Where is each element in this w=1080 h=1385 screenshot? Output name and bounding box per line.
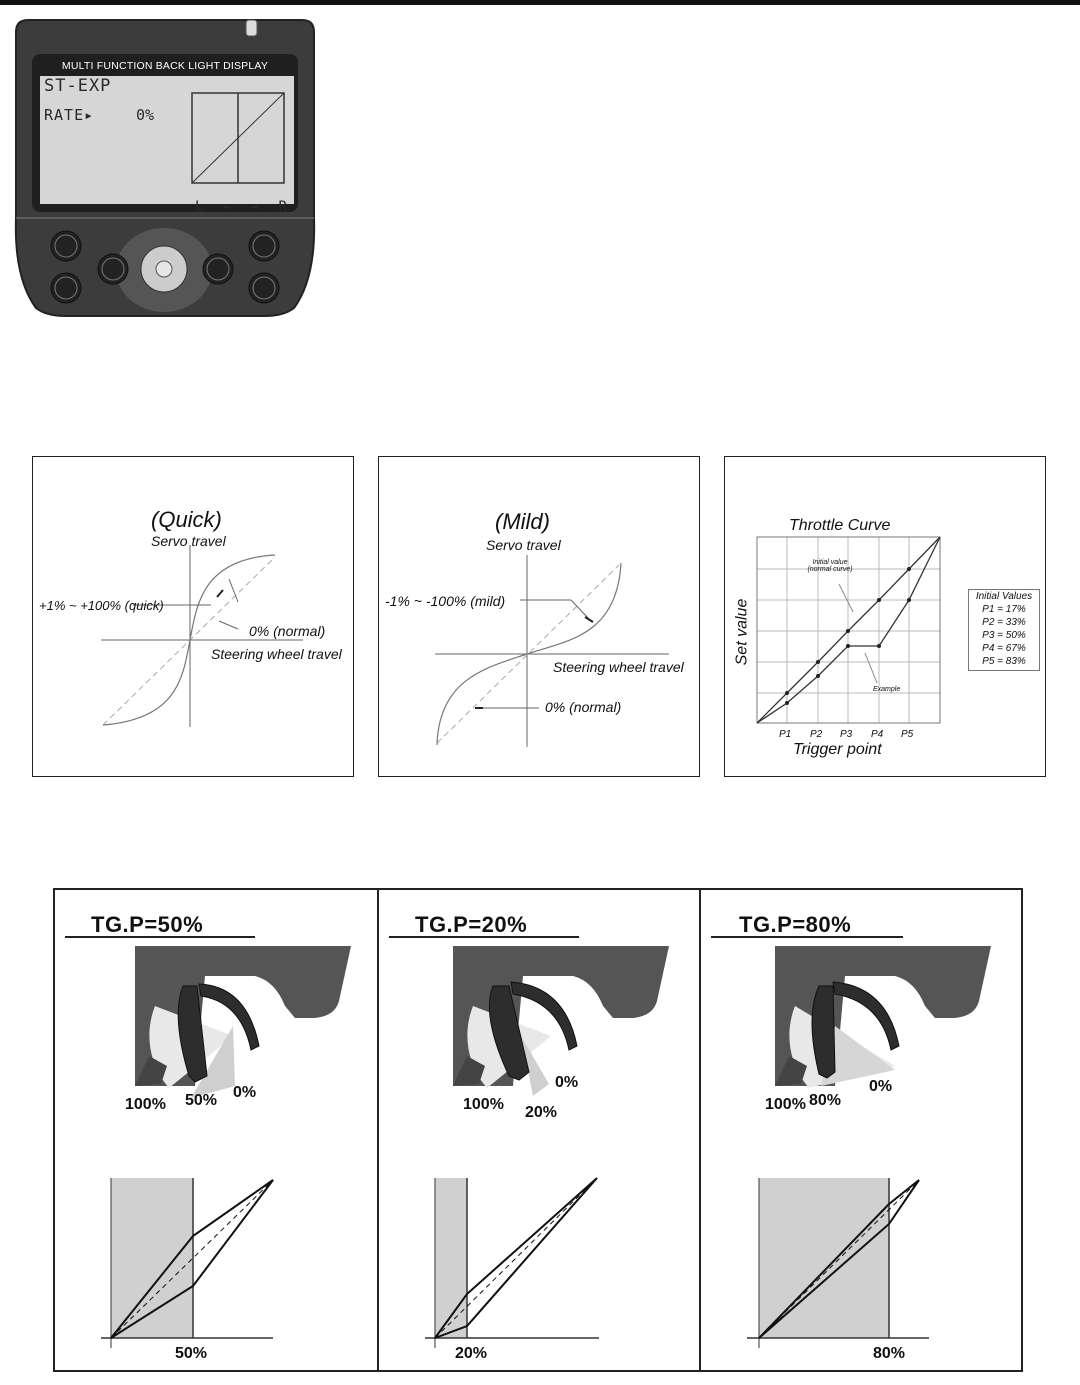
arrow-right-icon: →	[250, 199, 260, 215]
axis-label-80: 80%	[873, 1345, 906, 1362]
chart-title: Throttle Curve	[789, 517, 891, 534]
curve-graph-50	[101, 1178, 274, 1348]
label-80: 80%	[809, 1092, 842, 1109]
label-100: 100%	[125, 1096, 166, 1113]
trigger-illustration-20	[453, 946, 669, 1096]
label-0: 0%	[555, 1074, 579, 1091]
display-header: MULTI FUNCTION BACK LIGHT DISPLAY	[61, 60, 269, 72]
steering-label: Steering wheel travel	[553, 659, 684, 675]
panel-divider	[699, 890, 701, 1370]
label-100: 100%	[463, 1096, 504, 1113]
panel-divider	[377, 890, 379, 1370]
tick-p5: P5	[901, 729, 914, 740]
lcd-screen: ST-EXP RATE▸ 0% L ← → R	[40, 76, 294, 221]
label-20: 20%	[525, 1104, 558, 1121]
lcd-axis-labels: L ← → R	[195, 199, 287, 215]
example-label: Example	[873, 686, 901, 693]
tg-title-50: TG.P=50%	[91, 912, 204, 937]
axis-left-label: L	[195, 199, 204, 215]
tick-p1: P1	[779, 729, 792, 740]
legend-item: P2 = 33%	[982, 617, 1026, 628]
servo-travel-label: Servo travel	[151, 533, 226, 549]
tick-p2: P2	[810, 729, 823, 740]
label-0: 0%	[233, 1084, 257, 1101]
arrow-left-icon: ←	[222, 199, 232, 215]
legend-title: Initial Values	[975, 591, 1033, 602]
initial-values-legend: Initial Values P1 = 17% P2 = 33% P3 = 50…	[968, 589, 1040, 671]
transmitter-display: MULTI FUNCTION BACK LIGHT DISPLAY ST-EXP…	[14, 18, 316, 318]
axis-label-20: 20%	[455, 1345, 488, 1362]
curve-graph-80	[747, 1178, 929, 1348]
trigger-illustration-80	[775, 946, 991, 1088]
quick-curve-diagram: (Quick) Servo travel +1% ~ +100% (quick)…	[32, 456, 354, 777]
rate-value: 0%	[136, 106, 155, 124]
initial-value-label: Initial value (normal curve)	[807, 559, 853, 573]
title-underline	[65, 936, 255, 938]
curve-graph-20	[425, 1177, 599, 1348]
title-underline	[389, 936, 579, 938]
trigger-point-panels: TG.P=50% 100% 50% 0% 50% TG.P=20% 100% 2…	[53, 888, 1023, 1372]
top-rule	[0, 0, 1080, 5]
title-underline	[711, 936, 903, 938]
axis-right-label: R	[278, 199, 287, 215]
quick-range-label: +1% ~ +100% (quick)	[39, 598, 164, 613]
steering-label: Steering wheel travel	[211, 646, 342, 662]
tg-title-20: TG.P=20%	[415, 912, 528, 937]
y-axis-label: Set value	[733, 598, 751, 666]
normal-label: 0% (normal)	[545, 699, 622, 715]
x-axis-label: Trigger point	[793, 741, 882, 758]
rate-label: RATE▸	[44, 106, 95, 124]
legend-item: P4 = 67%	[982, 643, 1026, 654]
label-50: 50%	[185, 1092, 218, 1109]
tick-p3: P3	[840, 729, 853, 740]
throttle-curve-chart: Throttle Curve Set value Trigger point I…	[724, 456, 1046, 777]
tg-title-80: TG.P=80%	[739, 912, 852, 937]
quick-title: (Quick)	[151, 507, 222, 532]
axis-label-50: 50%	[175, 1345, 208, 1362]
legend-item: P3 = 50%	[982, 630, 1026, 641]
lcd-title: ST-EXP	[44, 76, 112, 96]
servo-travel-label: Servo travel	[486, 537, 561, 553]
label-100: 100%	[765, 1096, 806, 1113]
legend-item: P1 = 17%	[982, 604, 1026, 615]
trigger-illustration-50	[135, 946, 351, 1098]
mild-range-label: -1% ~ -100% (mild)	[385, 593, 506, 609]
tick-p4: P4	[871, 729, 884, 740]
label-0: 0%	[869, 1078, 893, 1095]
mild-curve-diagram: (Mild) Servo travel -1% ~ -100% (mild) S…	[378, 456, 700, 777]
mild-title: (Mild)	[495, 509, 550, 534]
normal-label: 0% (normal)	[249, 623, 326, 639]
legend-item: P5 = 83%	[982, 656, 1026, 667]
